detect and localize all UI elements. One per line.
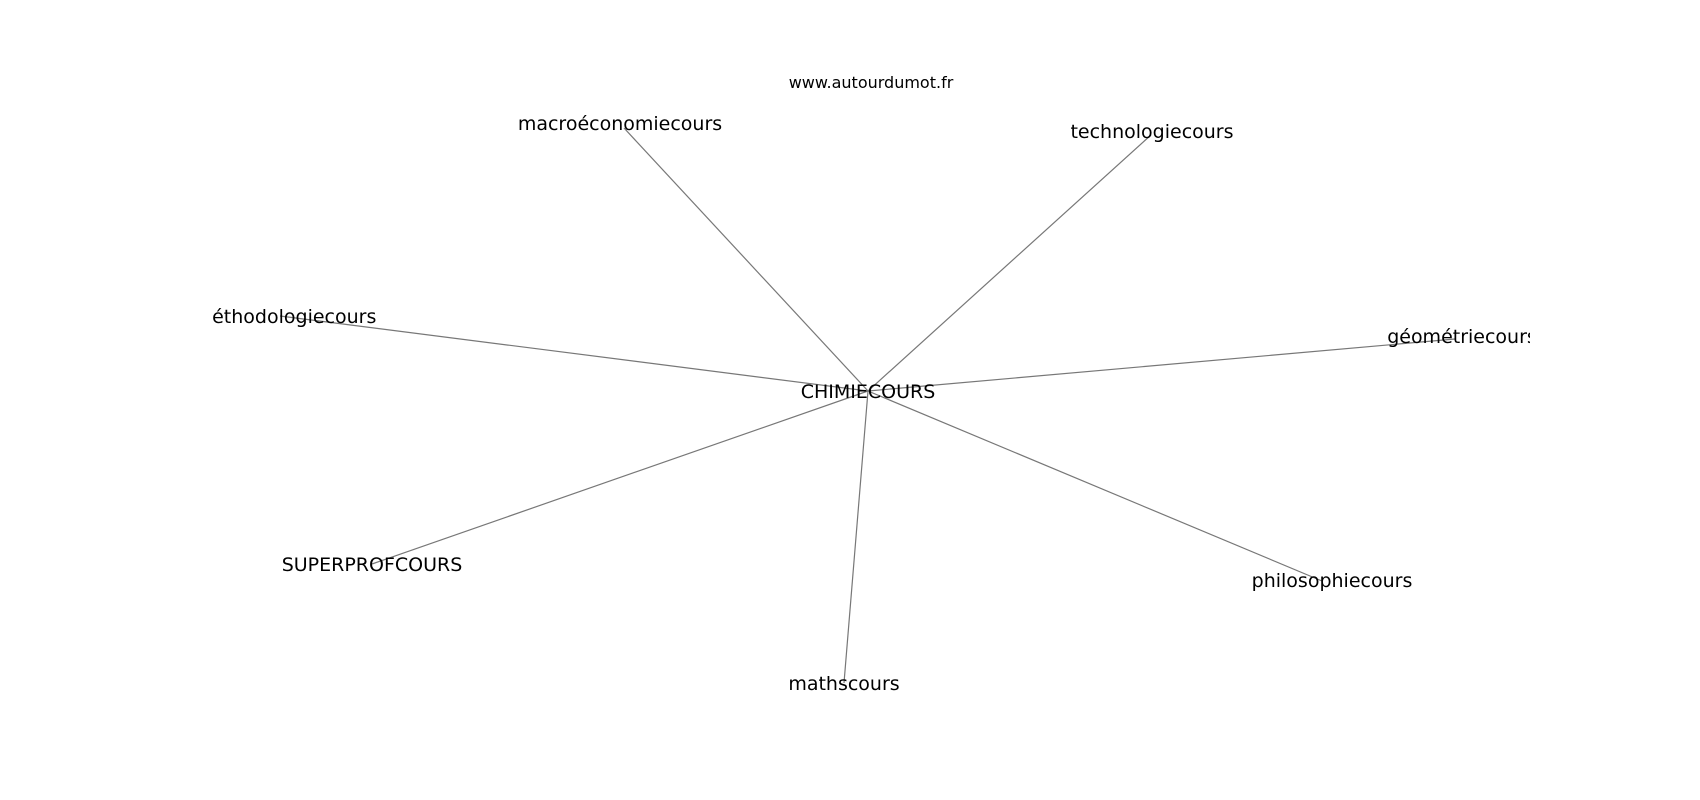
edges: [279, 127, 1456, 684]
node-label-macro[interactable]: macroéconomiecours: [518, 113, 722, 135]
center-node-label[interactable]: CHIMIECOURS: [801, 381, 936, 403]
node-label-maths[interactable]: mathscours: [788, 673, 899, 695]
edge-macro: [623, 127, 869, 392]
edge-metho: [279, 315, 869, 392]
edge-techno: [867, 134, 1152, 392]
edge-maths: [843, 390, 869, 684]
node-label-techno[interactable]: technologiecours: [1070, 121, 1233, 143]
edge-geo: [867, 338, 1456, 392]
node-label-geo[interactable]: géométriecours: [1387, 326, 1537, 348]
site-watermark: www.autourdumot.fr: [789, 73, 954, 92]
node-label-metho[interactable]: méthodologiecours: [194, 306, 377, 328]
node-label-superprof[interactable]: SUPERPROFCOURS: [282, 554, 463, 576]
node-label-philo[interactable]: philosophiecours: [1252, 570, 1413, 592]
edge-philo: [867, 390, 1323, 582]
labels: CHIMIECOURS macroéconomiecours technologi…: [194, 113, 1537, 695]
edge-superprof: [371, 390, 869, 565]
